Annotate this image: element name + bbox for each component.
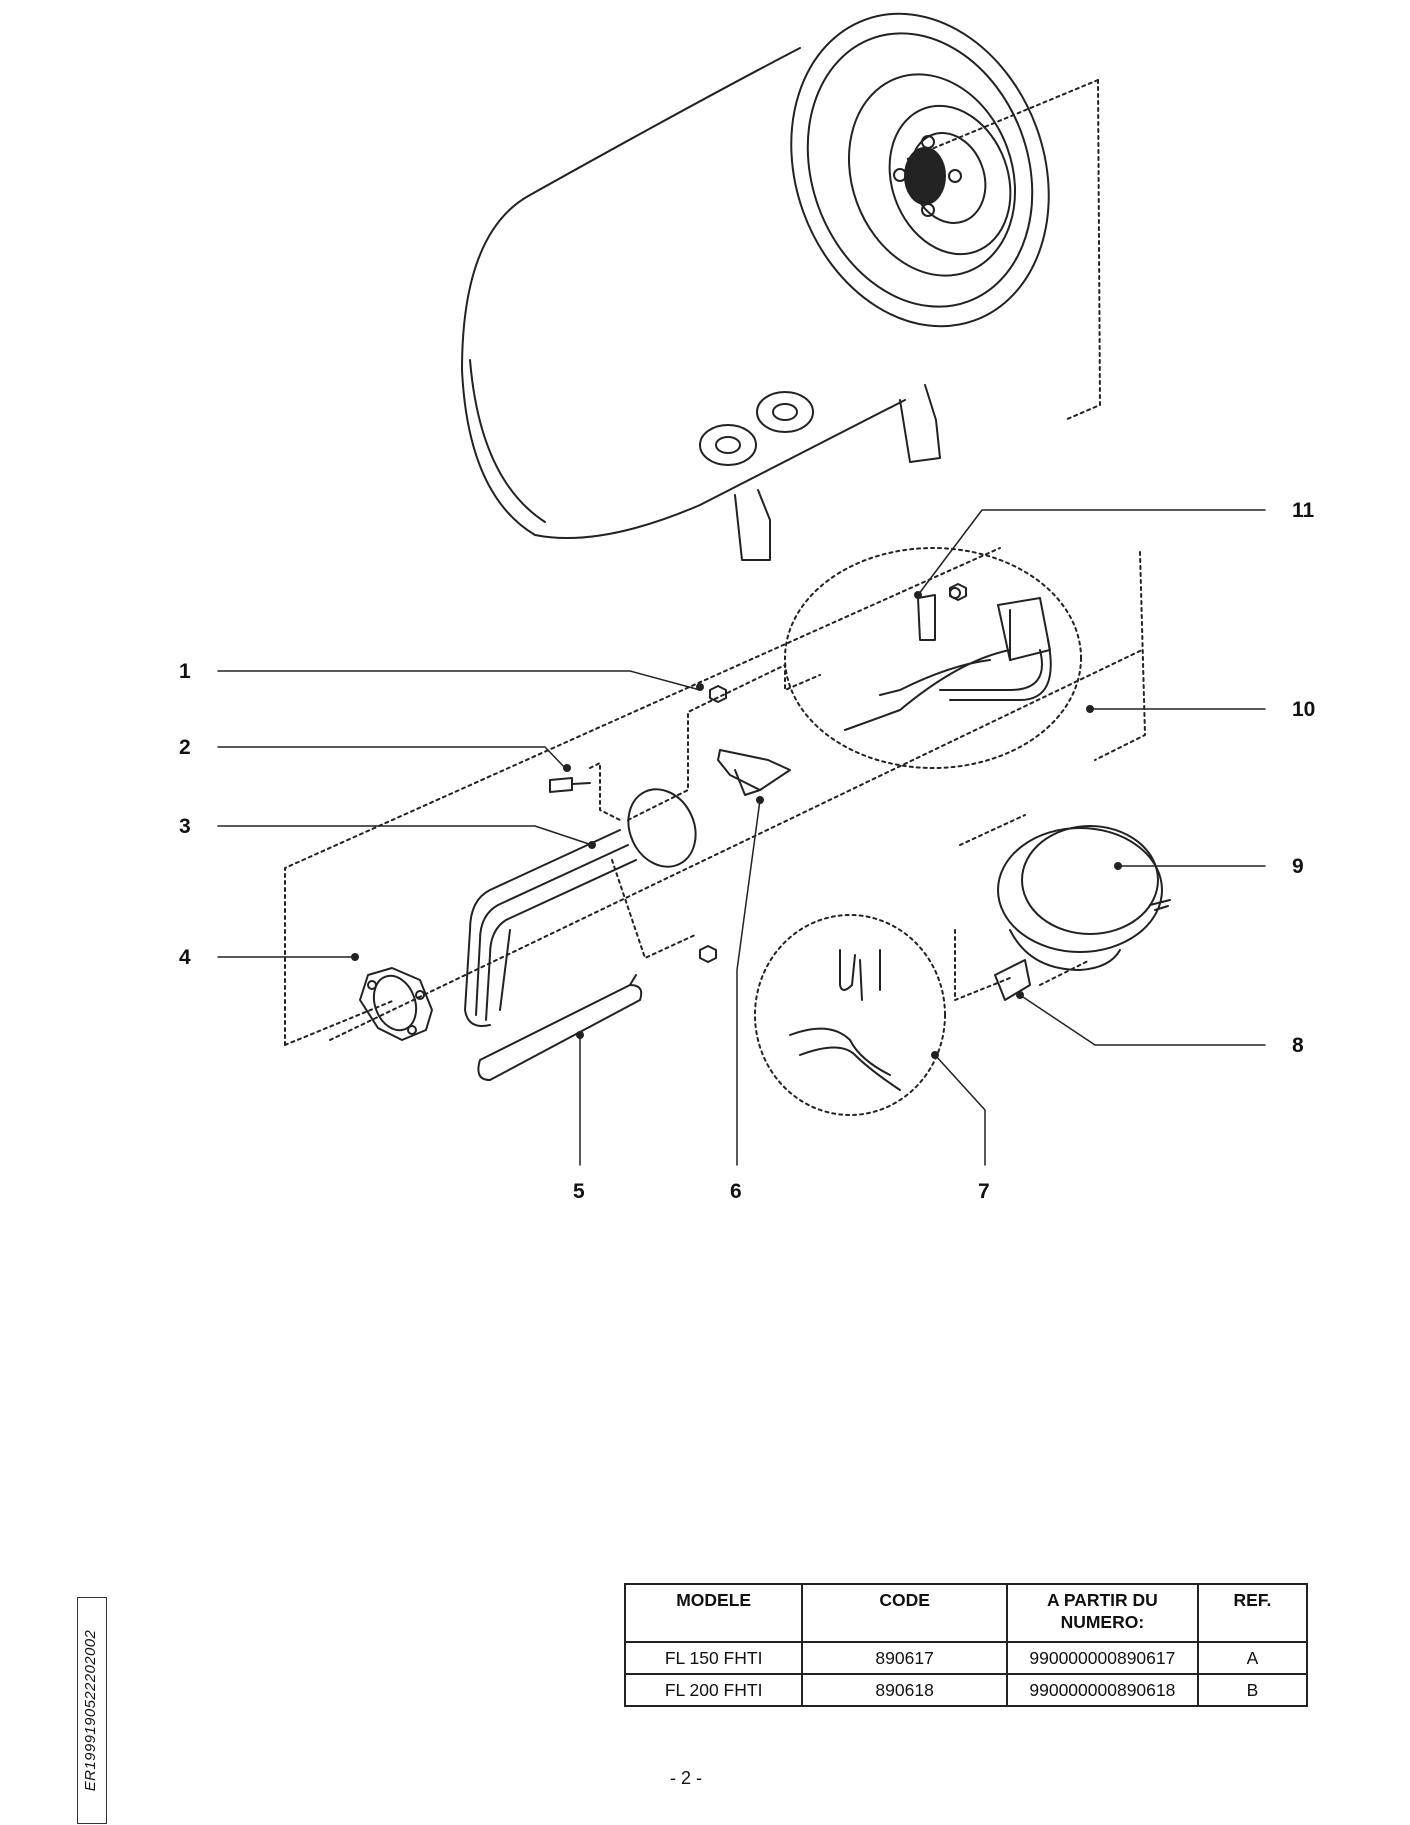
- cell-numero: 990000000890618: [1005, 1673, 1199, 1707]
- document-code: ER1999190522202002: [77, 1597, 107, 1824]
- callout-11: 11: [1292, 499, 1315, 522]
- callout-8: 8: [1292, 1034, 1304, 1057]
- callout-9: 9: [1292, 855, 1304, 878]
- callout-4: 4: [179, 946, 191, 969]
- cell-modele: FL 200 FHTI: [623, 1673, 804, 1707]
- wiring-kit: [789, 949, 901, 1091]
- water-heater-tank: [461, 12, 1050, 561]
- assembly-dashed-lines: [284, 79, 1146, 1116]
- callout-3: 3: [179, 815, 191, 838]
- cell-code: 890618: [801, 1673, 1008, 1707]
- cover: [997, 825, 1169, 971]
- leader-lines: [217, 509, 1266, 1166]
- callout-1: 1: [179, 660, 191, 683]
- anode: [477, 974, 643, 1081]
- callout-2: 2: [179, 736, 191, 759]
- cell-code: 890617: [801, 1641, 1008, 1675]
- cell-ref: A: [1196, 1641, 1309, 1675]
- callout-7: 7: [978, 1180, 990, 1203]
- exploded-parts-diagram: [217, 12, 1266, 1166]
- thermostat-assembly: [844, 587, 1052, 731]
- cell-numero: 990000000890617: [1005, 1641, 1199, 1675]
- screw: [549, 777, 1171, 906]
- cell-modele: FL 150 FHTI: [623, 1641, 804, 1675]
- callout-10: 10: [1292, 698, 1316, 721]
- page-number: - 2 -: [670, 1768, 703, 1788]
- cable-clamp: [994, 959, 1031, 1001]
- table-row: FL 200 FHTI 890618 990000000890618 B: [623, 1673, 1309, 1707]
- gasket: [359, 967, 433, 1041]
- cell-ref: B: [1196, 1673, 1309, 1707]
- table-header-row: MODELE CODE A PARTIR DU NUMERO: REF.: [623, 1583, 1309, 1643]
- thermostat-bracket: [717, 749, 791, 796]
- heating-element: [464, 788, 697, 1027]
- callout-5: 5: [573, 1180, 585, 1203]
- header-ref: REF.: [1196, 1583, 1309, 1643]
- header-code: CODE: [801, 1583, 1008, 1643]
- model-table: MODELE CODE A PARTIR DU NUMERO: REF. FL …: [623, 1583, 1309, 1707]
- nut: [699, 583, 967, 963]
- callout-6: 6: [730, 1180, 742, 1203]
- table-row: FL 150 FHTI 890617 990000000890617 A: [623, 1641, 1309, 1675]
- header-modele: MODELE: [623, 1583, 804, 1643]
- header-a-partir-du-numero: A PARTIR DU NUMERO:: [1005, 1583, 1199, 1643]
